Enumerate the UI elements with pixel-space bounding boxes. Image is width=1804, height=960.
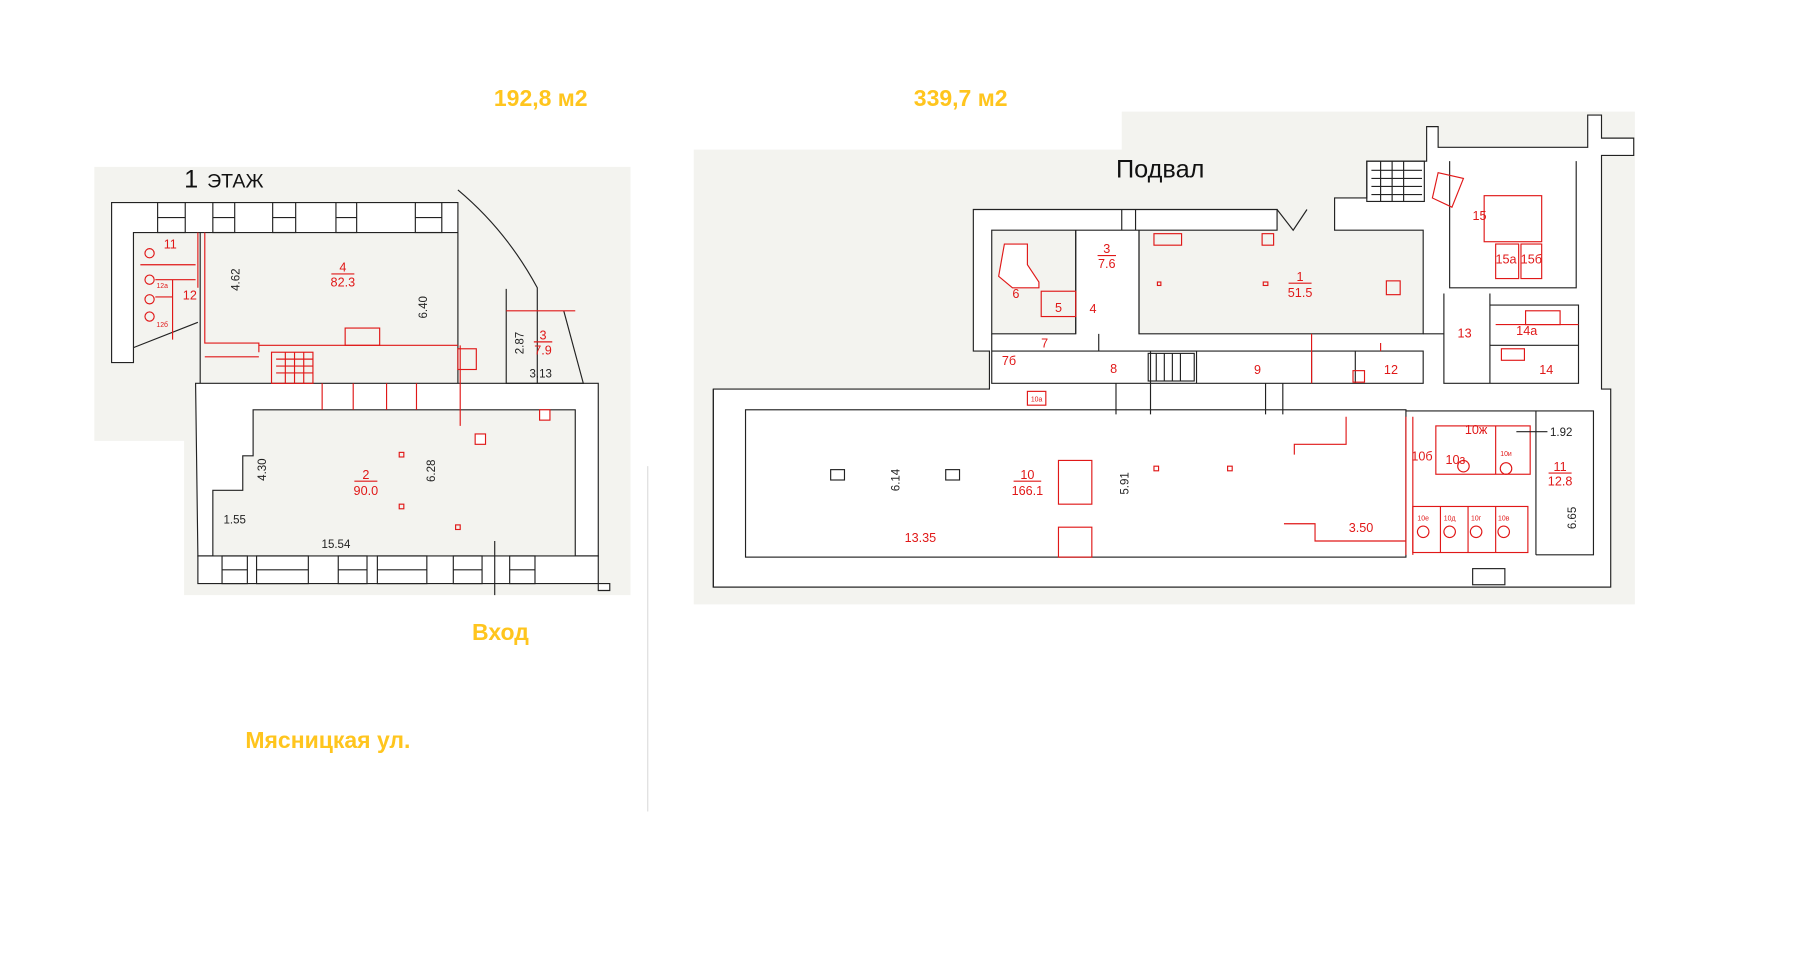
b-room-12: 12 bbox=[1384, 363, 1398, 377]
dim-15-54: 15.54 bbox=[322, 539, 351, 551]
b-room-6: 6 bbox=[1012, 287, 1019, 301]
room-3-area: 7.9 bbox=[534, 344, 552, 358]
b-room-1-number: 1 bbox=[1297, 270, 1304, 284]
dim-6-14: 6.14 bbox=[891, 468, 903, 491]
b-room-3-number: 3 bbox=[1103, 242, 1110, 256]
b-room-10a: 10а bbox=[1031, 397, 1043, 404]
b-room-10b: 10б bbox=[1411, 449, 1432, 463]
b-room-10-area: 166.1 bbox=[1012, 484, 1044, 498]
floor1-title: ЭТАЖ bbox=[207, 171, 263, 193]
b-room-10z: 10з bbox=[1445, 453, 1465, 467]
b-room-8: 8 bbox=[1110, 362, 1117, 376]
dim-6-40: 6.40 bbox=[418, 296, 430, 318]
room-12b-number: 12б bbox=[156, 321, 168, 329]
b-room-14a: 14а bbox=[1516, 324, 1538, 338]
dim-6-28: 6.28 bbox=[426, 460, 438, 482]
room-3-number: 3 bbox=[540, 329, 547, 343]
top-windows bbox=[157, 202, 443, 234]
b-room-11-number: 11 bbox=[1554, 460, 1567, 474]
b-room-11-area: 12.8 bbox=[1548, 475, 1573, 489]
room-4-area: 82.3 bbox=[331, 276, 356, 290]
b-room-14: 14 bbox=[1539, 363, 1553, 377]
dim-4-62: 4.62 bbox=[230, 269, 242, 291]
b-room-10d: 10д bbox=[1444, 515, 1456, 522]
dim-1-92: 1.92 bbox=[1550, 427, 1572, 439]
b-room-4: 4 bbox=[1089, 302, 1096, 316]
room-11-number: 11 bbox=[164, 238, 177, 252]
dim-2-87: 2.87 bbox=[514, 332, 526, 354]
b-room-10zh: 10ж bbox=[1465, 423, 1488, 437]
room-12a-number: 12а bbox=[156, 283, 168, 290]
dim-13-35: 13.35 bbox=[905, 531, 937, 545]
room-4-number: 4 bbox=[339, 261, 346, 275]
b-room-13: 13 bbox=[1458, 326, 1472, 340]
b-room-10i: 10и bbox=[1500, 451, 1512, 458]
dim-4-30: 4.30 bbox=[257, 458, 269, 480]
basement-area-label: 339,7 м2 bbox=[914, 85, 1008, 111]
street-label: Мясницкая ул. bbox=[245, 727, 410, 753]
entrance-label: Вход bbox=[472, 619, 529, 645]
b-room-10-number: 10 bbox=[1020, 468, 1034, 482]
b-room-15a: 15а bbox=[1495, 253, 1517, 267]
room-2-number: 2 bbox=[362, 468, 369, 482]
b-room-10v: 10в bbox=[1498, 515, 1510, 522]
b-room-15b: 15б bbox=[1521, 253, 1542, 267]
room-12-number: 12 bbox=[183, 288, 197, 302]
b-room-7: 7 bbox=[1041, 337, 1048, 351]
dim-1-55: 1.55 bbox=[224, 515, 246, 527]
basement-plan: Подвал bbox=[693, 111, 1635, 605]
b-room-15: 15 bbox=[1473, 209, 1487, 223]
b-room-10e: 10е bbox=[1417, 515, 1429, 522]
dim-3-13: 3.13 bbox=[530, 369, 552, 381]
bottom-windows bbox=[221, 555, 536, 585]
b-room-7b: 7б bbox=[1002, 354, 1016, 368]
b-room-9: 9 bbox=[1254, 363, 1261, 377]
floor1-plan: 1 ЭТАЖ bbox=[94, 166, 631, 596]
b-room-10g: 10г bbox=[1471, 515, 1482, 522]
room-2-area: 90.0 bbox=[354, 484, 379, 498]
dim-6-65: 6.65 bbox=[1567, 507, 1579, 529]
b-room-1-area: 51.5 bbox=[1288, 286, 1313, 300]
b-room-3-area: 7.6 bbox=[1098, 257, 1116, 271]
dim-3-50: 3.50 bbox=[1349, 521, 1374, 535]
dim-5-91: 5.91 bbox=[1120, 472, 1132, 494]
basement-title: Подвал bbox=[1116, 155, 1204, 183]
b-room-5: 5 bbox=[1055, 301, 1062, 315]
floor1-title-number: 1 bbox=[184, 166, 198, 194]
floor1-area-label: 192,8 м2 bbox=[494, 85, 588, 111]
